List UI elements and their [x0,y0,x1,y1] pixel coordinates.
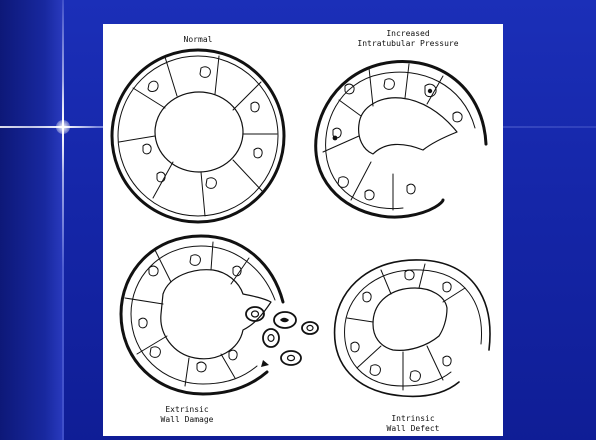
increased-pressure-tubule [316,62,486,218]
label-intrinsic-line1: Intrinsic [373,414,453,423]
tubule-diagram-panel: Normal Increased Intratubular Pressure E… [103,24,503,436]
label-extrinsic-line1: Extrinsic [147,405,227,414]
label-extrinsic-line2: Wall Damage [147,415,227,424]
label-increased-pressure-line2: Intratubular Pressure [353,39,463,48]
sparkle-glow [56,120,70,134]
intrinsic-defect-tubule [335,260,490,396]
label-increased-pressure-line1: Increased [353,29,463,38]
extrinsic-damage-tubule [121,236,318,394]
label-normal: Normal [173,35,223,44]
left-accent-band [0,0,64,446]
normal-tubule [112,50,284,222]
label-intrinsic-line2: Wall Defect [373,424,453,433]
tubule-diagram-drawing [103,24,503,436]
bottom-border [0,440,596,446]
vertical-accent-line [62,0,64,446]
